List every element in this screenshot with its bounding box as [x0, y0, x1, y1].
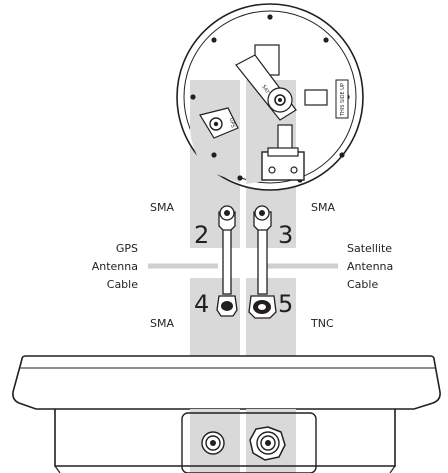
gps-cable-label-line3: Cable	[107, 278, 138, 291]
satellite-cable	[248, 205, 277, 319]
gps-cable-label-line1: GPS	[116, 242, 138, 255]
sma-label-bottom-left: SMA	[150, 317, 174, 330]
sat-cable-label-line2: Antenna	[347, 260, 393, 273]
gps-marking: GPS	[228, 117, 236, 128]
antenna-dish: THIS SIDE UP GPS SAT	[176, 3, 364, 191]
sat-marking: SAT	[260, 84, 270, 96]
sma-label-top-right: SMA	[311, 201, 335, 214]
step-number-2: 2	[194, 221, 209, 249]
gps-cable-label-line2: Antenna	[92, 260, 138, 273]
sat-cable-label-line1: Satellite	[347, 242, 392, 255]
step-number-4: 4	[194, 290, 209, 318]
step-number-5: 5	[278, 290, 293, 318]
base-unit	[12, 355, 441, 473]
sat-cable-label-line3: Cable	[347, 278, 378, 291]
step-number-3: 3	[278, 221, 293, 249]
gps-cable	[216, 205, 238, 317]
sma-label-top-left: SMA	[150, 201, 174, 214]
this-side-up-marking: THIS SIDE UP	[340, 83, 346, 117]
tnc-label-bottom-right: TNC	[310, 317, 334, 330]
